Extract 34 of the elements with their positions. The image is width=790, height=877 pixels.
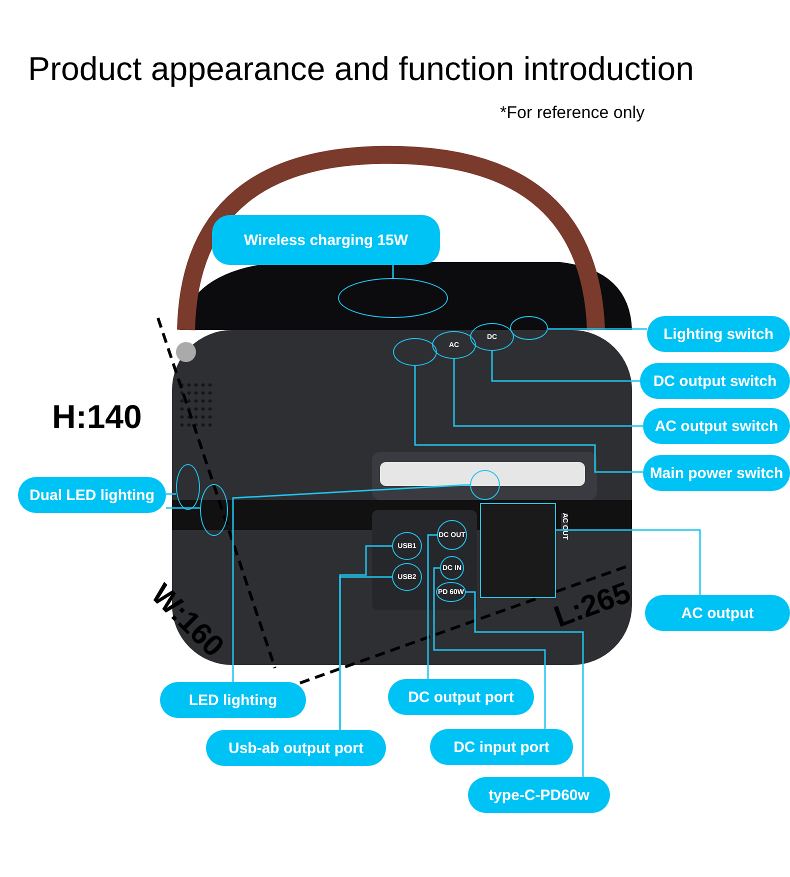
leader-line	[466, 591, 584, 777]
callout-label: Wireless charging 15W	[212, 215, 440, 265]
leader-line	[414, 366, 643, 473]
highlight-circle	[200, 484, 228, 536]
title: Product appearance and function introduction	[28, 50, 694, 88]
leader-line	[427, 534, 437, 679]
callout-label: Dual LED lighting	[18, 477, 166, 513]
callout-label: Usb-ab output port	[206, 730, 386, 766]
highlight-circle	[393, 338, 437, 366]
leader-line	[232, 484, 470, 682]
callout-label: LED lighting	[160, 682, 306, 718]
leader-line	[392, 265, 394, 278]
leader-line	[548, 328, 647, 330]
callout-label: AC output switch	[643, 408, 790, 444]
dimension-label: H:140	[52, 398, 142, 436]
leader-line	[166, 507, 200, 509]
leader-line	[491, 351, 640, 382]
callout-label: DC output switch	[640, 363, 790, 399]
leader-line	[453, 359, 643, 427]
note: *For reference only	[500, 103, 645, 123]
callout-label: AC output	[645, 595, 790, 631]
leader-line	[556, 529, 701, 595]
callout-label: type-C-PD60w	[468, 777, 610, 813]
leader-line	[166, 493, 176, 495]
leader-line	[433, 567, 546, 729]
highlight-circle	[176, 464, 200, 510]
leader-line	[339, 576, 392, 730]
callout-label: DC output port	[388, 679, 534, 715]
callout-label: Lighting switch	[647, 316, 790, 352]
highlight-circle	[470, 470, 500, 500]
highlight-circle	[338, 278, 448, 318]
callout-label: DC input port	[430, 729, 573, 765]
highlight-circle	[510, 316, 548, 340]
callout-label: Main power switch	[643, 455, 790, 491]
